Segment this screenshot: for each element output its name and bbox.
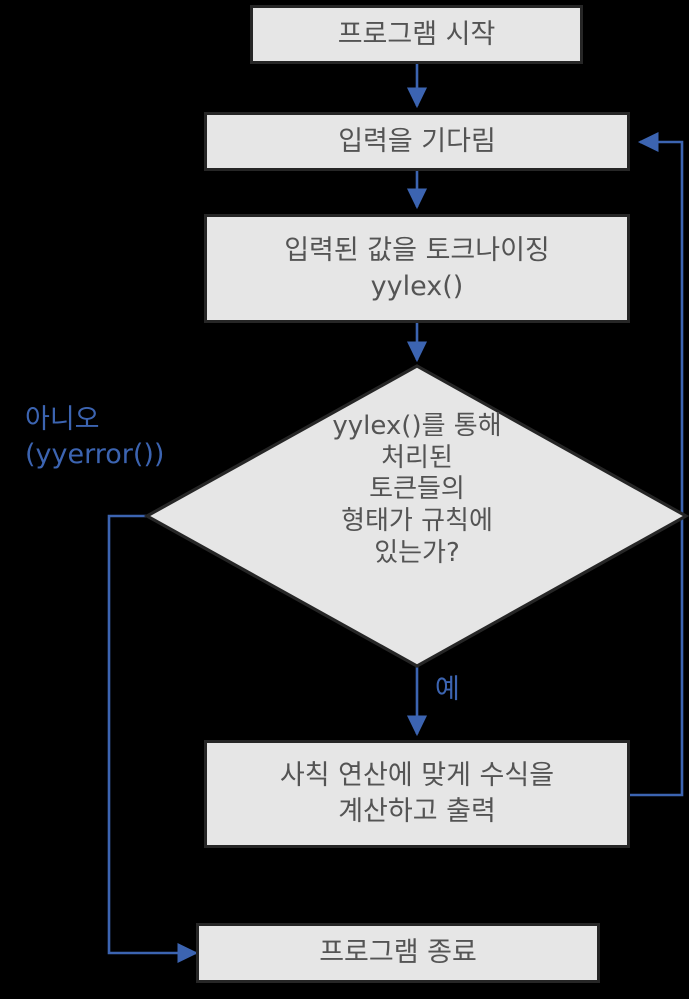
node-program-end-label: 프로그램 종료: [319, 937, 477, 969]
node-program-end[interactable]: 프로그램 종료: [196, 923, 600, 983]
node-calculate-label: 사칙 연산에 맞게 수식을 계산하고 출력: [279, 760, 555, 827]
edge-label-yes-branch: 예: [435, 674, 460, 705]
edge-decision-to-end: [107, 514, 199, 964]
node-wait-input-label: 입력을 기다림: [338, 125, 496, 157]
edge-label-no-branch: 아니오 (yyerror()): [25, 404, 165, 471]
decision-diamond: [143, 364, 689, 668]
node-calculate[interactable]: 사칙 연산에 맞게 수식을 계산하고 출력: [204, 740, 630, 848]
edge-calculate-to-wait-input: [630, 131, 684, 797]
node-tokenize-label: 입력된 값을 토크나이징 yylex(): [284, 234, 550, 302]
node-wait-input[interactable]: 입력을 기다림: [204, 112, 630, 171]
node-tokenize[interactable]: 입력된 값을 토크나이징 yylex(): [204, 214, 630, 323]
node-program-start[interactable]: 프로그램 시작: [250, 5, 583, 64]
node-program-start-label: 프로그램 시작: [337, 18, 496, 50]
